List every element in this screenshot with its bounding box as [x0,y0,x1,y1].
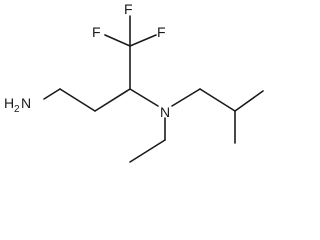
fluorine-top-label: F [124,1,133,17]
bond-n-to-isobutyl-ch2 [171,88,201,107]
amine-h-label: H [4,95,14,111]
bond-ch-to-n [129,88,159,107]
bond-ch2-to-ch2 [59,88,96,112]
bond-isobutyl-ch-ch3-up [234,90,264,112]
nitrogen-label: N [160,104,170,120]
bond-ch-to-ch2 [94,88,131,112]
bond-ethyl-ch2-ch3 [129,139,166,163]
bond-isobutyl-ch2-ch [199,88,236,112]
fluorine-left-label: F [92,24,101,40]
amine-n-label: N [21,95,31,111]
chemical-structure-diagram: F F F N H 2 N [4,1,264,163]
amine-h-count-label: 2 [14,104,20,115]
structure-canvas: F F F N H 2 N [4,1,264,163]
bond-cf3-f-right [129,34,157,47]
bond-ch2-to-nh2 [43,88,61,100]
fluorine-right-label: F [157,24,166,40]
bond-cf3-f-left [104,34,131,47]
